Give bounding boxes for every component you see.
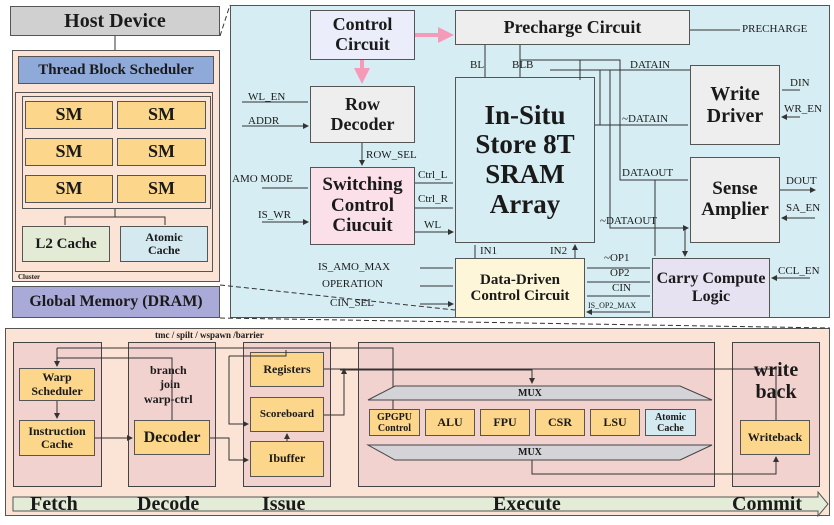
signal-operation: OPERATION [322, 278, 384, 290]
signal-nop1: ~OP1 [604, 252, 630, 264]
precharge-circuit: Precharge Circuit [455, 10, 690, 45]
signal-din: DIN [790, 77, 810, 89]
signal-wl-en: WL_EN [248, 91, 286, 103]
stage-bar [12, 490, 829, 518]
branch-label: branch [150, 363, 187, 377]
warp-scheduler: Warp Scheduler [19, 368, 95, 401]
mux-bottom-label: MUX [518, 447, 542, 458]
decoder: Decoder [134, 420, 210, 455]
stage-execute: Execute [493, 493, 561, 515]
signal-wl: WL [424, 219, 442, 231]
feedback-label: tmc / spilt / wspawn /barrier [155, 330, 264, 340]
csr: CSR [535, 409, 585, 436]
signal-amo-mode: AMO MODE [232, 173, 293, 185]
write-driver: Write Driver [690, 65, 780, 145]
signal-addr: ADDR [248, 115, 280, 127]
atomic-cache-unit: Atomic Cache [645, 409, 696, 436]
signal-in1: IN1 [480, 245, 498, 257]
signal-datain: DATAIN [630, 59, 671, 71]
signal-is-amo-max: IS_AMO_MAX [318, 261, 391, 273]
warp-ctrl-label: warp-ctrl [144, 392, 193, 406]
signal-ndataout: ~DATAOUT [600, 215, 658, 227]
l2-cache: L2 Cache [22, 226, 110, 262]
sm-block: SM [25, 138, 113, 166]
signal-sa-en: SA_EN [786, 202, 821, 214]
signal-bl: BL [470, 59, 485, 71]
mux-top [367, 385, 713, 401]
row-decoder: Row Decoder [310, 86, 415, 143]
write-back-label: write back [753, 359, 799, 403]
signal-cin-sel: CIN_SEL [330, 297, 374, 309]
sm-block: SM [117, 175, 206, 203]
mux-bottom [366, 444, 713, 461]
sm-block: SM [117, 138, 206, 166]
thread-block-scheduler: Thread Block Scheduler [18, 56, 214, 84]
switching-control-circuit: Switching Control Ciucuit [310, 167, 415, 245]
registers: Registers [250, 352, 324, 387]
signal-precharge: PRECHARGE [742, 23, 808, 35]
stage-issue: Issue [262, 493, 306, 515]
signal-ccl-en: CCL_EN [778, 265, 820, 277]
sense-amplifier: Sense Amplier [690, 157, 780, 243]
signal-ndatain: ~DATAIN [622, 113, 669, 125]
sm-block: SM [25, 101, 113, 129]
control-circuit: Control Circuit [310, 10, 415, 60]
signal-ctrl-l: Ctrl_L [418, 169, 448, 181]
fpu: FPU [480, 409, 530, 436]
carry-compute-logic: Carry Compute Logic [652, 258, 770, 318]
signal-is-op2-max: IS_OP2_MAX [588, 301, 637, 310]
global-memory: Global Memory (DRAM) [12, 286, 220, 318]
signal-ctrl-r: Ctrl_R [418, 193, 448, 205]
stage-decode: Decode [137, 493, 200, 515]
signal-cin: CIN [612, 282, 631, 294]
signal-in2: IN2 [550, 245, 568, 257]
sm-block: SM [25, 175, 113, 203]
signal-blb: BLB [512, 59, 534, 71]
stage-fetch: Fetch [30, 493, 78, 515]
signal-dout: DOUT [786, 175, 817, 187]
atomic-cache: Atomic Cache [120, 226, 208, 262]
sm-block: SM [117, 101, 206, 129]
scoreboard: Scoreboard [250, 397, 324, 432]
gpgpu-control: GPGPU Control [369, 409, 420, 436]
alu: ALU [425, 409, 475, 436]
mux-top-label: MUX [518, 388, 542, 399]
cluster-label: Cluster [18, 273, 41, 281]
signal-row-sel: ROW_SEL [366, 149, 417, 161]
sram-array: In-Situ Store 8T SRAM Array [455, 77, 595, 243]
host-device: Host Device [10, 6, 220, 36]
data-driven-control-circuit: Data-Driven Control Circuit [455, 258, 585, 318]
lsu: LSU [590, 409, 640, 436]
instruction-cache: Instruction Cache [19, 420, 95, 456]
writeback: Writeback [740, 420, 810, 455]
join-label: join [160, 377, 181, 391]
ibuffer: Ibuffer [250, 441, 324, 477]
stage-commit: Commit [732, 493, 802, 515]
signal-wr-en: WR_EN [784, 103, 822, 115]
signal-op2: OP2 [610, 267, 630, 279]
signal-dataout: DATAOUT [622, 167, 674, 179]
signal-is-wr: IS_WR [258, 209, 291, 221]
